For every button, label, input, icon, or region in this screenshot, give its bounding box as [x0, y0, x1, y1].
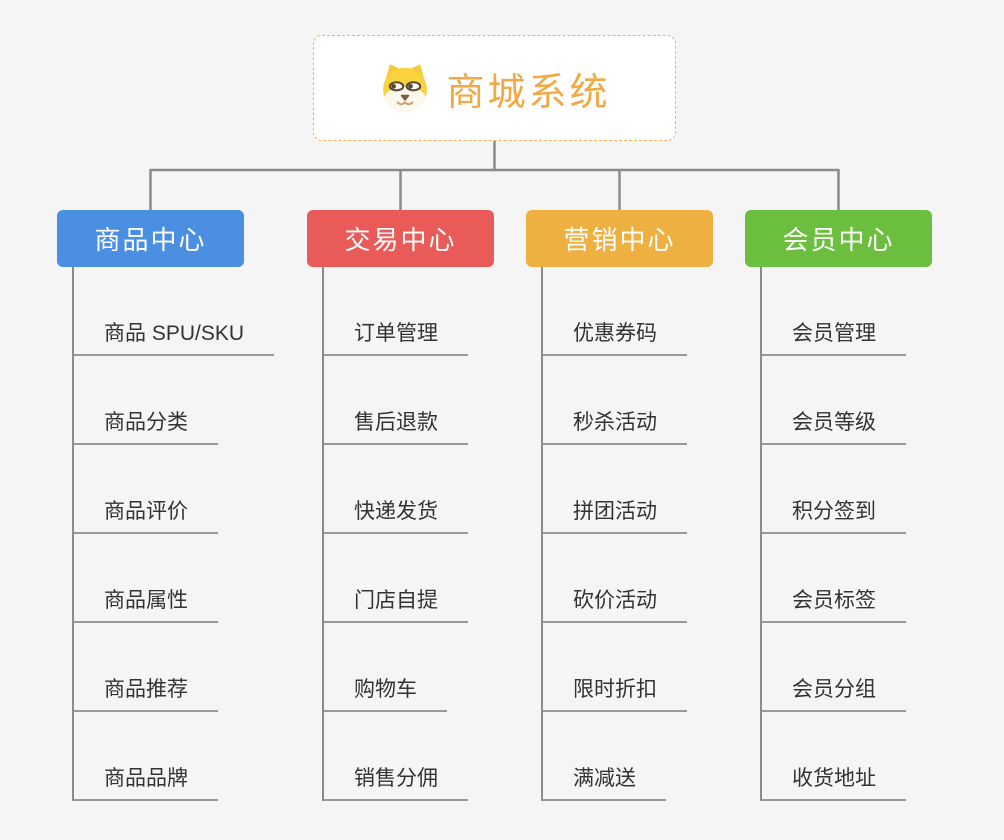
child-label: 积分签到: [792, 500, 876, 523]
child-label: 商品评价: [104, 500, 188, 523]
child-row: 快递发货: [307, 445, 494, 534]
child-row: 限时折扣: [526, 623, 713, 712]
child-row: 会员等级: [745, 356, 932, 445]
child-label: 商品推荐: [104, 678, 188, 701]
child-row: 购物车: [307, 623, 494, 712]
child-node[interactable]: 门店自提: [322, 584, 468, 623]
branch-node[interactable]: 营销中心: [526, 210, 713, 267]
child-row: 优惠券码: [526, 267, 713, 356]
child-row: 拼团活动: [526, 445, 713, 534]
child-label: 会员等级: [792, 411, 876, 434]
child-row: 商品 SPU/SKU: [57, 267, 275, 356]
branch-trunk-line: [322, 267, 324, 801]
child-node[interactable]: 满减送: [541, 762, 666, 801]
child-node[interactable]: 商品评价: [72, 495, 218, 534]
child-node[interactable]: 会员分组: [760, 673, 906, 712]
child-node[interactable]: 售后退款: [322, 406, 468, 445]
child-label: 优惠券码: [573, 322, 657, 345]
child-row: 商品品牌: [57, 712, 244, 801]
child-node[interactable]: 会员等级: [760, 406, 906, 445]
child-row: 满减送: [526, 712, 713, 801]
child-node[interactable]: 会员标签: [760, 584, 906, 623]
child-label: 限时折扣: [573, 678, 657, 701]
child-label: 快递发货: [354, 500, 438, 523]
child-node[interactable]: 快递发货: [322, 495, 468, 534]
child-label: 砍价活动: [573, 589, 657, 612]
child-node[interactable]: 销售分佣: [322, 762, 468, 801]
child-node[interactable]: 优惠券码: [541, 317, 687, 356]
child-node[interactable]: 商品品牌: [72, 762, 218, 801]
branch-items: 订单管理 售后退款 快递发货 门店自提 购物车 销售分佣: [307, 267, 494, 801]
branch-items: 商品 SPU/SKU 商品分类 商品评价 商品属性 商品推荐 商品品牌: [57, 267, 275, 801]
child-label: 售后退款: [354, 411, 438, 434]
branch-trunk-line: [760, 267, 762, 801]
child-node[interactable]: 商品属性: [72, 584, 218, 623]
child-node[interactable]: 订单管理: [322, 317, 468, 356]
child-label: 商品 SPU/SKU: [104, 322, 245, 345]
child-node[interactable]: 限时折扣: [541, 673, 687, 712]
child-node[interactable]: 收货地址: [760, 762, 906, 801]
child-row: 商品属性: [57, 534, 244, 623]
child-row: 会员标签: [745, 534, 932, 623]
child-row: 收货地址: [745, 712, 932, 801]
branch-trunk-line: [541, 267, 543, 801]
child-row: 商品评价: [57, 445, 244, 534]
child-node[interactable]: 商品推荐: [72, 673, 218, 712]
branch-column: 营销中心 优惠券码 秒杀活动 拼团活动 砍价活动 限时折扣 满减送: [526, 210, 713, 801]
child-row: 销售分佣: [307, 712, 494, 801]
child-row: 砍价活动: [526, 534, 713, 623]
child-node[interactable]: 商品分类: [72, 406, 218, 445]
root-node[interactable]: 商城系统: [313, 35, 676, 141]
branch-label: 交易中心: [344, 225, 457, 255]
child-label: 会员管理: [792, 322, 876, 345]
branch-items: 会员管理 会员等级 积分签到 会员标签 会员分组 收货地址: [745, 267, 932, 801]
child-label: 拼团活动: [573, 500, 657, 523]
branch-column: 商品中心 商品 SPU/SKU 商品分类 商品评价 商品属性 商品推荐 商品品牌: [57, 210, 275, 801]
branch-label: 营销中心: [563, 225, 676, 255]
child-row: 会员分组: [745, 623, 932, 712]
child-row: 秒杀活动: [526, 356, 713, 445]
branch-node[interactable]: 商品中心: [57, 210, 244, 267]
child-node[interactable]: 秒杀活动: [541, 406, 687, 445]
child-row: 积分签到: [745, 445, 932, 534]
child-label: 购物车: [354, 678, 417, 701]
branch-trunk-line: [72, 267, 74, 801]
child-row: 门店自提: [307, 534, 494, 623]
child-label: 门店自提: [354, 589, 438, 612]
child-row: 售后退款: [307, 356, 494, 445]
child-label: 会员分组: [792, 678, 876, 701]
child-node[interactable]: 购物车: [322, 673, 447, 712]
root-title: 商城系统: [446, 71, 611, 114]
child-row: 商品推荐: [57, 623, 244, 712]
child-label: 销售分佣: [354, 767, 438, 790]
shiba-dog-icon: [378, 61, 432, 115]
child-node[interactable]: 商品 SPU/SKU: [72, 317, 275, 356]
child-label: 秒杀活动: [573, 411, 657, 434]
child-row: 商品分类: [57, 356, 244, 445]
child-label: 收货地址: [792, 767, 876, 790]
child-label: 订单管理: [354, 322, 438, 345]
child-node[interactable]: 会员管理: [760, 317, 906, 356]
branch-items: 优惠券码 秒杀活动 拼团活动 砍价活动 限时折扣 满减送: [526, 267, 713, 801]
child-node[interactable]: 砍价活动: [541, 584, 687, 623]
child-row: 会员管理: [745, 267, 932, 356]
branch-node[interactable]: 会员中心: [745, 210, 932, 267]
branch-label: 商品中心: [94, 225, 207, 255]
branch-label: 会员中心: [782, 225, 895, 255]
branch-column: 交易中心 订单管理 售后退款 快递发货 门店自提 购物车 销售分佣: [307, 210, 494, 801]
child-node[interactable]: 拼团活动: [541, 495, 687, 534]
child-label: 商品品牌: [104, 767, 188, 790]
child-label: 商品分类: [104, 411, 188, 434]
child-node[interactable]: 积分签到: [760, 495, 906, 534]
child-label: 商品属性: [104, 589, 188, 612]
child-row: 订单管理: [307, 267, 494, 356]
child-label: 满减送: [573, 767, 636, 790]
child-label: 会员标签: [792, 589, 876, 612]
branch-node[interactable]: 交易中心: [307, 210, 494, 267]
branch-column: 会员中心 会员管理 会员等级 积分签到 会员标签 会员分组 收货地址: [745, 210, 932, 801]
